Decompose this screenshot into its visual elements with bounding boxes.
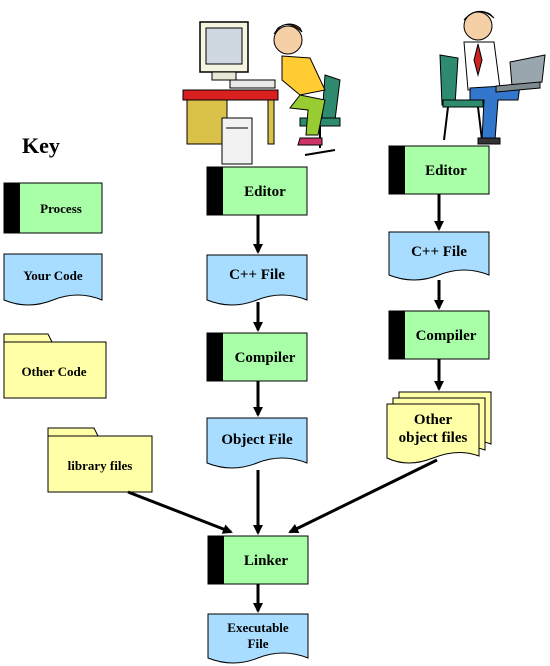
arrow-library-to-linker (127, 490, 233, 534)
right-cpp-file: C++ File (388, 231, 490, 281)
executable-file: Executable File (207, 613, 309, 664)
executable-label-line1: Executable (227, 620, 289, 635)
key-your-code: Your Code (3, 253, 103, 306)
linker-label: Linker (244, 553, 289, 569)
left-cpp-file-label: C++ File (229, 267, 285, 283)
left-cpp-file: C++ File (206, 254, 308, 306)
right-editor-label: Editor (425, 163, 467, 179)
arrow-objects-to-linker (288, 458, 438, 534)
left-object-file-label: Object File (221, 432, 293, 448)
executable-label-line2: File (248, 636, 269, 651)
linker: Linker (207, 535, 309, 585)
left-compiler: Compiler (206, 332, 308, 382)
right-editor: Editor (388, 145, 490, 195)
key-process: Process (3, 182, 103, 234)
key-other-code: Other Code (3, 333, 107, 399)
left-editor-label: Editor (244, 184, 286, 200)
key-other-code-label: Other Code (21, 364, 86, 379)
left-object-file: Object File (206, 417, 308, 469)
other-objects-label-line1: Other (414, 412, 453, 428)
right-cpp-file-label: C++ File (411, 244, 467, 260)
right-compiler-label: Compiler (416, 328, 477, 344)
left-editor: Editor (206, 166, 308, 216)
key-process-label: Process (40, 201, 82, 216)
key-your-code-label: Your Code (23, 268, 83, 283)
left-compiler-label: Compiler (235, 350, 296, 366)
library-files-label: library files (68, 458, 133, 473)
programmer-at-desktop-icon (182, 21, 341, 165)
key-title: Key (22, 133, 60, 158)
library-files: library files (47, 427, 153, 493)
right-other-object-files: Other object files (386, 391, 492, 464)
flow-arrows (127, 194, 444, 613)
right-compiler: Compiler (388, 310, 490, 360)
other-objects-label-line2: object files (399, 430, 468, 446)
programmer-with-laptop-icon (439, 10, 546, 145)
